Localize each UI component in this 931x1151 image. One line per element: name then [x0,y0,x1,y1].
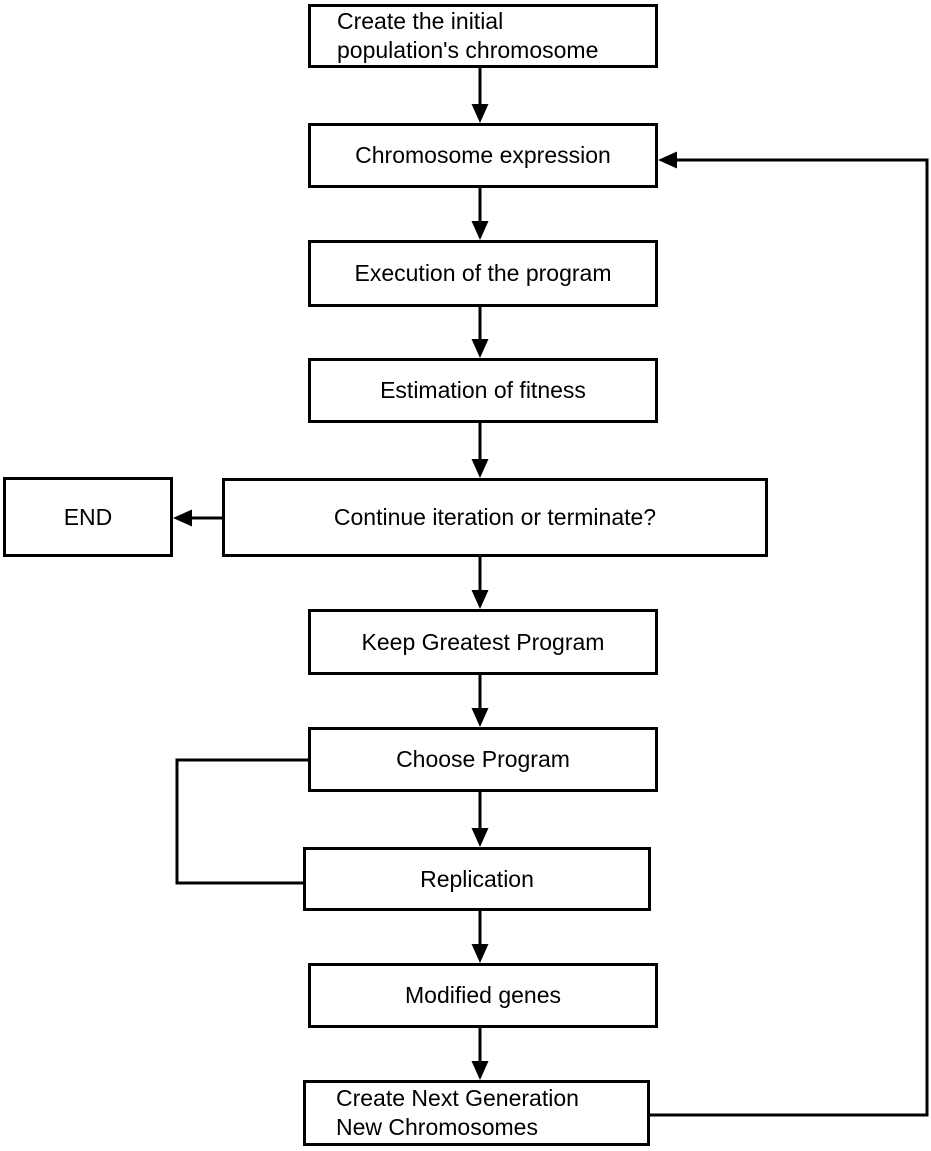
arrow-execution-to-estimation [471,307,489,358]
node-label: Estimation of fitness [380,377,586,403]
node-label: Chromosome expression [355,142,611,168]
arrow-chromosome-expression-to-execution [471,188,489,240]
node-label: Create Next Generation New Chromosomes [336,1085,579,1140]
node-create-next-generation: Create Next Generation New Chromosomes [303,1080,650,1146]
arrow-create-initial-to-chromosome-expression [471,68,489,123]
node-chromosome-expression: Chromosome expression [308,123,658,188]
arrow-replication-to-modified-genes [471,911,489,963]
arrow-continue-to-keep-greatest [471,557,489,609]
loop-replication-to-choose-program [175,758,308,885]
feedback-create-next-to-chromosome-expression [650,151,929,1117]
node-end: END [3,477,173,557]
node-modified-genes: Modified genes [308,963,658,1028]
node-replication: Replication [303,847,651,911]
arrow-keep-greatest-to-choose-program [471,675,489,727]
node-label: Continue iteration or terminate? [333,504,657,530]
node-keep-greatest-program: Keep Greatest Program [308,609,658,675]
arrow-continue-to-end [173,509,222,527]
node-label: Choose Program [396,746,570,772]
node-label: END [63,503,113,530]
node-create-initial-population: Create the initial population's chromoso… [308,4,658,68]
node-label: Replication [420,865,534,892]
arrow-modified-genes-to-create-next [471,1028,489,1080]
node-choose-program: Choose Program [308,727,658,792]
node-label: Create the initial population's chromoso… [337,8,599,63]
node-estimation-of-fitness: Estimation of fitness [308,358,658,423]
node-label: Keep Greatest Program [361,628,605,655]
arrow-choose-program-to-replication [471,792,489,847]
node-label: Execution of the program [354,260,612,286]
node-label: Modified genes [405,982,561,1008]
arrow-estimation-to-continue [471,423,489,478]
node-continue-or-terminate: Continue iteration or terminate? [222,478,768,557]
node-execution-of-program: Execution of the program [308,240,658,307]
